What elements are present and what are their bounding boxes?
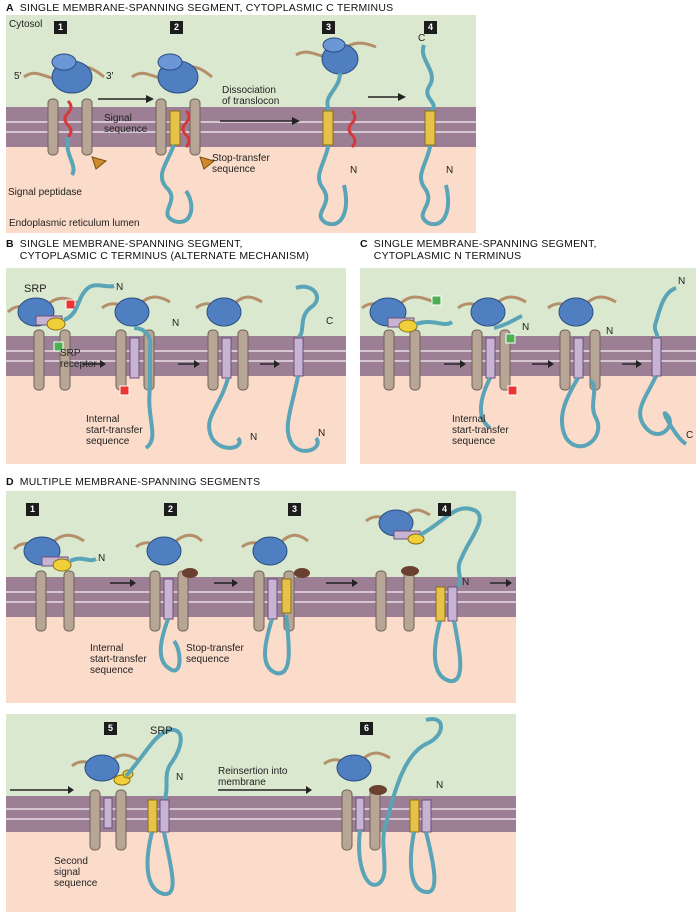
d-srp-label: SRP [150,725,173,737]
b-stage-4 [285,284,320,453]
dissociation-label: Dissociation of translocon [222,85,280,107]
c-stage-2 [457,295,527,430]
b-n-label-4: N [318,428,326,439]
panel-c: Internal start-transfer sequence N N N C [360,268,696,464]
step-badge-4: 4 [424,21,437,34]
er-membrane [6,107,476,147]
d-step-badge-1: 1 [26,503,39,516]
c-terminus-label-4: C [418,33,426,44]
lumen-region [6,147,476,233]
d-step-badge-5: 5 [104,722,117,735]
d-stage-6 [323,717,443,894]
internal-start-transfer-label: Internal start-transfer sequence [86,414,143,447]
panel-d-top: 1 2 3 4 N N Internal start-transfer sequ… [6,491,516,703]
translocon-1 [47,98,93,156]
lumen-label: Endoplasmic reticulum lumen [9,218,140,229]
panel-d-bottom-scene [6,714,516,912]
d-n-label-1: N [98,553,106,564]
b-stage-2 [101,295,171,450]
c-stage-1 [361,295,454,391]
panel-d-bottom: 5 6 SRP N N Reinsertion into membrane Se… [6,714,516,912]
panel-a-letter: A [6,2,14,14]
step-badge-2: 2 [170,21,183,34]
d-step-badge-2: 2 [164,503,177,516]
panel-d-title: D MULTIPLE MEMBRANE-SPANNING SEGMENTS [6,476,260,488]
stop-transfer-3 [322,110,334,146]
peptide-chain-3 [317,72,348,227]
d-stage-4 [365,506,482,683]
panel-b-letter: B [6,238,14,250]
n-terminus-label-3: N [350,165,358,176]
signal-peptidase-label: Signal peptidase [8,187,82,198]
c-n-label-4: N [678,276,686,287]
signal-sequence-label: Signal sequence [104,113,148,135]
cytosol-label: Cytosol [9,19,43,30]
five-prime-label: 5' [14,71,22,82]
ribosome-small-3 [322,37,346,53]
srp-receptor-label: SRP receptor [60,348,97,370]
srp-label: SRP [24,283,47,295]
panel-d-letter: D [6,476,14,488]
c-c-label: C [686,430,694,441]
stop-transfer-label: Stop-transfer sequence [212,153,270,175]
reinsertion-label: Reinsertion into membrane [218,766,288,788]
cytosol-region [6,15,476,107]
translocon-2 [155,98,201,156]
d-n-label-4: N [462,577,470,588]
panel-b-title: B SINGLE MEMBRANE-SPANNING SEGMENT, CYTO… [6,238,310,262]
panel-d-top-scene [6,491,516,703]
peptide-chain-1 [65,136,76,177]
panel-c-letter: C [360,238,368,250]
stop-transfer-2 [169,110,181,146]
c-n-label-3: N [606,326,614,337]
d-stop-transfer-label: Stop-transfer sequence [186,643,244,665]
c-n-label-2: N [522,322,530,333]
cleaved-signal [347,109,357,149]
panel-b: SRP SRP receptor Internal start-transfer… [6,268,346,464]
b-n-label-2: N [172,318,180,329]
panel-a-title-text: SINGLE MEMBRANE-SPANNING SEGMENT, CYTOPL… [19,2,394,14]
d-n-label-5: N [176,772,184,783]
second-signal-label: Second signal sequence [54,856,98,889]
d-n-label-6: N [436,780,444,791]
d-stage-5 [71,727,183,896]
panel-b-scene [6,268,346,464]
c-stage-4 [638,286,688,446]
panel-c-scene [360,268,696,464]
b-n-label-3: N [250,432,258,443]
signal-sequence-2 [181,109,191,149]
b-stage-1 [6,283,115,391]
d-stage-3 [241,533,310,676]
b-stage-3 [195,295,263,450]
panel-d-title-text: MULTIPLE MEMBRANE-SPANNING SEGMENTS [19,476,261,488]
d-step-badge-6: 6 [360,722,373,735]
panel-a: Cytosol 1 2 3 4 5' 3' Signal sequence St… [6,15,476,233]
c-stage-3 [547,295,617,449]
ribosome-small-2 [157,53,183,71]
panel-c-title: C SINGLE MEMBRANE-SPANNING SEGMENT, CYTO… [360,238,597,262]
panel-a-title: A SINGLE MEMBRANE-SPANNING SEGMENT, CYTOP… [6,2,393,14]
peptide-chain-4 [419,44,450,227]
n-terminus-label-4: N [446,165,454,176]
signal-sequence-1 [63,99,73,139]
ribosome-small-1 [51,53,77,71]
step-badge-3: 3 [322,21,335,34]
d-step-badge-3: 3 [288,503,301,516]
d-stage-2 [135,533,204,673]
step-badge-1: 1 [54,21,67,34]
d-internal-start-transfer-label: Internal start-transfer sequence [90,643,147,676]
panel-a-scene [6,15,476,233]
b-c-label: C [326,316,334,327]
d-stage-1 [12,533,97,632]
b-n-label-1: N [116,282,124,293]
three-prime-label: 3' [106,71,114,82]
stop-transfer-4 [424,110,436,146]
peptide-chain-2 [159,144,194,224]
signal-peptidase [91,156,108,170]
d-step-badge-4: 4 [438,503,451,516]
c-internal-start-transfer-label: Internal start-transfer sequence [452,414,509,447]
